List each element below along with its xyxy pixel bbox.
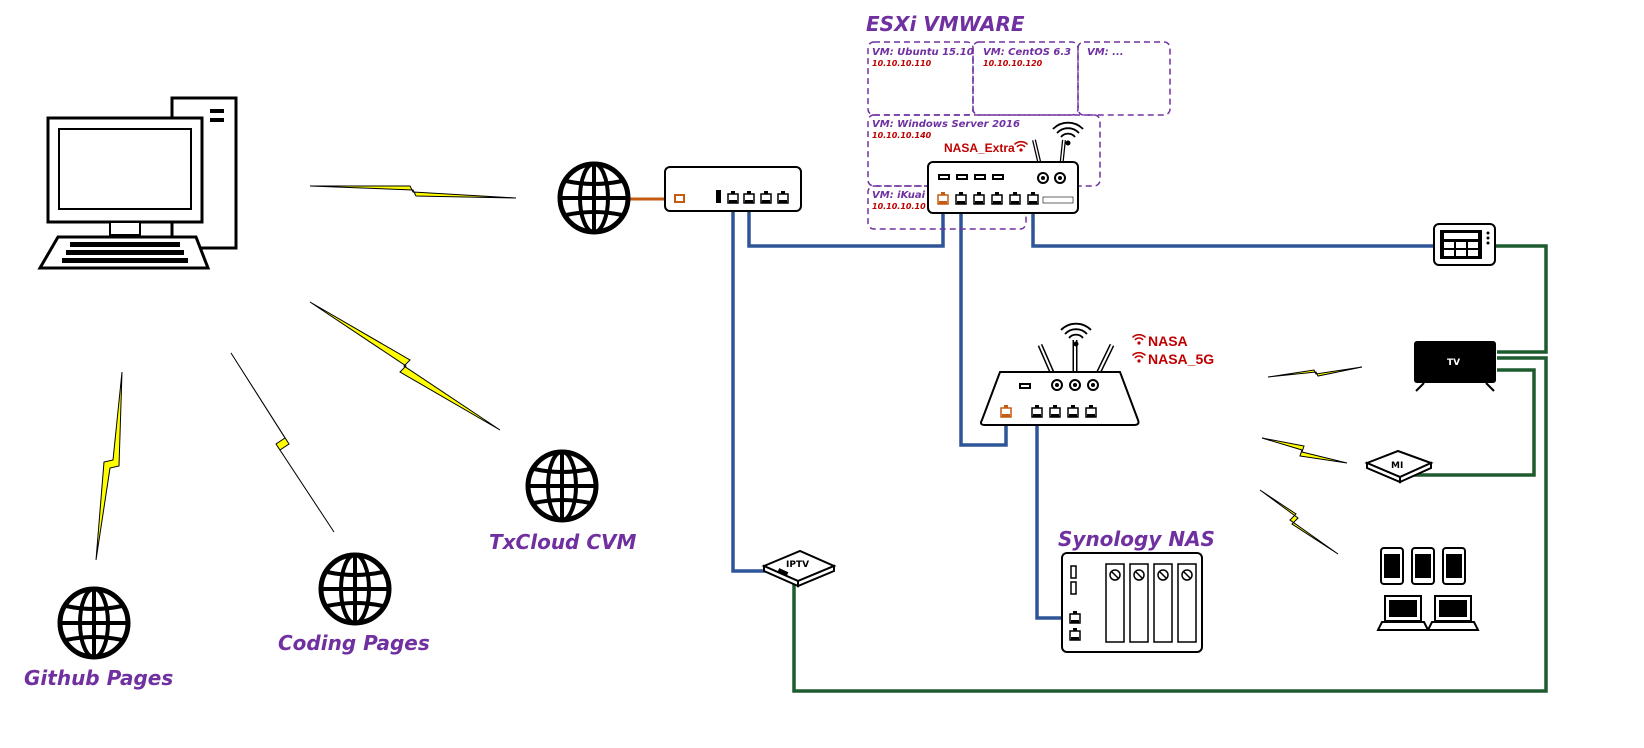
router-icon — [980, 322, 1140, 426]
tv-icon — [1414, 341, 1496, 392]
coding-pages-label: Coding Pages — [278, 631, 430, 655]
modem-icon — [664, 166, 802, 212]
lightning-link-icon — [309, 185, 517, 199]
vm-name: VM: Windows Server 2016 — [872, 119, 1020, 130]
vm-name: VM: ... — [1087, 47, 1124, 58]
laptop-icon — [1376, 595, 1430, 631]
vm-name: VM: CentOS 6.3 — [983, 47, 1071, 58]
txcloud-label: TxCloud CVM — [489, 530, 636, 554]
vm-box-centos — [972, 41, 1079, 116]
hdmi-cable-mi-tv — [1412, 368, 1536, 477]
globe-icon — [321, 555, 389, 623]
vm-box-windows — [867, 114, 1101, 187]
vm-ip: 10.10.10.110 — [872, 59, 932, 68]
ethernet-cable-modem-iptv — [731, 199, 770, 573]
vm-ip: 10.10.10.120 — [983, 59, 1043, 68]
globe-icon — [528, 452, 596, 520]
vm-name: VM: iKuai — [872, 190, 926, 201]
esxi-title: ESXi VMWARE — [866, 12, 1025, 36]
hdmi-cable-iptv-tv — [792, 356, 1548, 693]
lightning-link-icon — [1267, 366, 1363, 378]
settop-box-icon — [1364, 449, 1434, 484]
wifi-icon — [1131, 351, 1147, 364]
iptv-label: IPTV — [786, 560, 809, 570]
lightning-link-icon — [230, 352, 335, 533]
vm-name: VM: Ubuntu 15.10 — [872, 47, 974, 58]
vm-box-more — [1077, 41, 1171, 116]
phone-icon — [1411, 547, 1435, 585]
phone-icon — [1380, 547, 1404, 585]
settop-box-icon — [761, 549, 837, 588]
globe-icon — [560, 164, 628, 232]
lightning-link-icon — [95, 371, 123, 561]
nas-label: Synology NAS — [1058, 527, 1215, 551]
laptop-icon — [1426, 595, 1480, 631]
vm-ip: 10.10.10.140 — [872, 131, 932, 140]
wifi-icon — [1131, 333, 1147, 346]
tv-label: TV — [1447, 358, 1460, 368]
wifi-ssid-main: NASA — [1148, 333, 1188, 349]
lightning-link-icon — [309, 301, 501, 431]
hdmi-cable-panel-tv — [1495, 244, 1548, 354]
cables — [630, 197, 1548, 693]
github-pages-label: Github Pages — [24, 666, 173, 690]
nas-icon — [1061, 552, 1203, 653]
wifi-ssid-extra: NASA_Extra — [944, 141, 1015, 155]
desktop-computer-icon — [37, 96, 238, 270]
ethernet-cable-esxi-router — [959, 200, 1008, 447]
globe-icon — [60, 589, 128, 657]
lightning-link-icon — [1261, 437, 1348, 464]
wireless-links — [95, 185, 1363, 561]
lightning-link-icon — [1259, 489, 1339, 555]
phone-icon — [1442, 547, 1466, 585]
tablet-panel-icon — [1433, 223, 1496, 266]
wifi-icon — [1013, 140, 1029, 153]
mi-label: MI — [1391, 461, 1403, 471]
ethernet-cable-modem-esxi — [747, 199, 945, 248]
esxi-host-icon — [927, 121, 1084, 214]
wifi-ssid-5g: NASA_5G — [1148, 351, 1214, 367]
ethernet-cable-esxi-panel — [1031, 200, 1440, 248]
vm-ip: 10.10.10.10 — [872, 202, 926, 211]
